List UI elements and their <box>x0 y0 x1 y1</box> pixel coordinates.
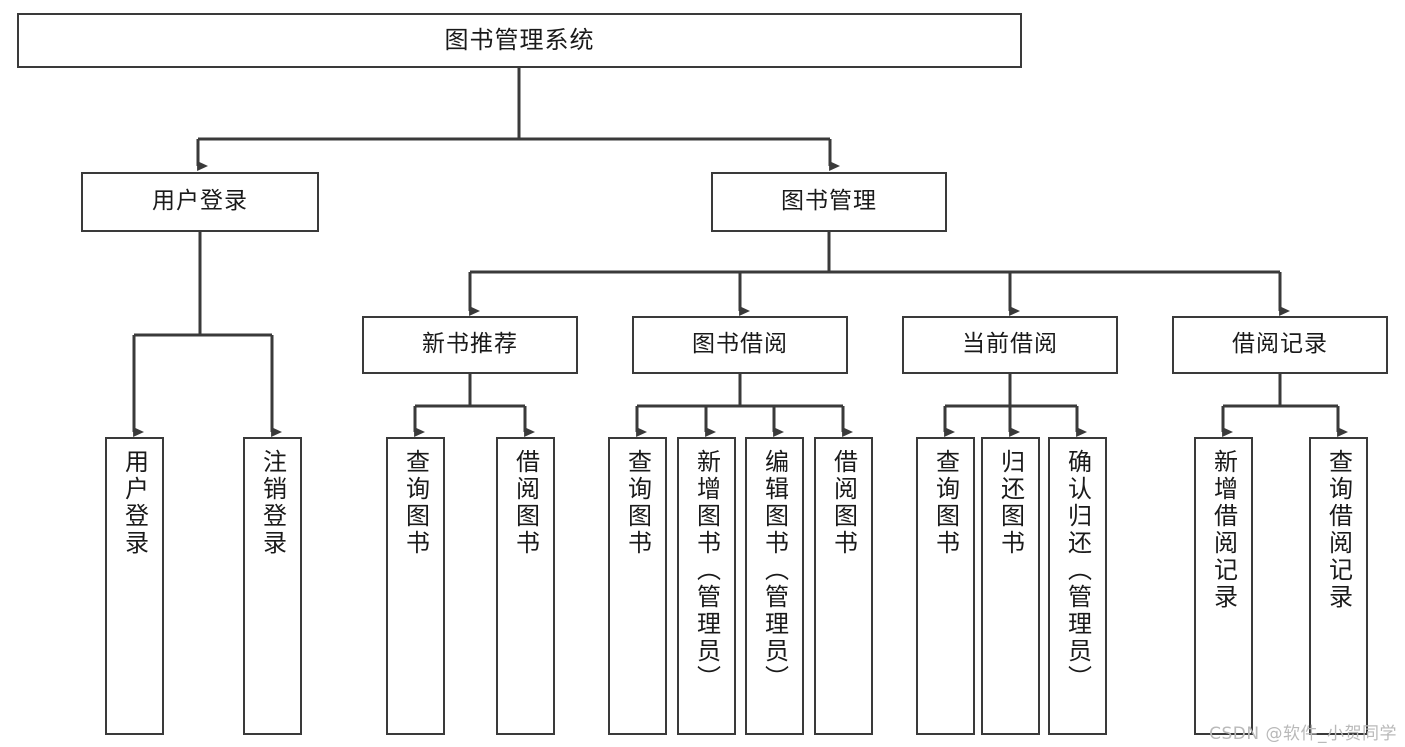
csdn-watermark: CSDN @软件_小贺同学 <box>1209 724 1397 744</box>
leaf-record-query[interactable]: 查询借阅记录 <box>1309 437 1368 735</box>
leaf-borrow-add-book[interactable]: 新增图书（管理员） <box>677 437 736 735</box>
leaf-logout[interactable]: 注销登录 <box>243 437 302 735</box>
node-current-borrow[interactable]: 当前借阅 <box>902 316 1118 374</box>
leaf-record-query-label: 查询借阅记录 <box>1324 449 1353 611</box>
leaf-current-confirm-return[interactable]: 确认归还（管理员） <box>1048 437 1107 735</box>
leaf-current-return-book-label: 归还图书 <box>996 449 1025 557</box>
node-book-management-label: 图书管理 <box>781 188 877 215</box>
leaf-logout-label: 注销登录 <box>258 449 287 557</box>
node-new-book-recommend[interactable]: 新书推荐 <box>362 316 578 374</box>
node-current-borrow-label: 当前借阅 <box>962 331 1058 358</box>
leaf-borrow-query-book-label: 查询图书 <box>623 449 652 557</box>
leaf-current-confirm-return-label: 确认归还（管理员） <box>1063 449 1092 692</box>
leaf-borrow-borrow-book-label: 借阅图书 <box>829 449 858 557</box>
leaf-current-return-book[interactable]: 归还图书 <box>981 437 1040 735</box>
node-book-management[interactable]: 图书管理 <box>711 172 947 232</box>
node-book-borrow-label: 图书借阅 <box>692 331 788 358</box>
node-borrow-record-label: 借阅记录 <box>1232 331 1328 358</box>
node-new-book-recommend-label: 新书推荐 <box>422 331 518 358</box>
leaf-current-query-book[interactable]: 查询图书 <box>916 437 975 735</box>
leaf-newbook-borrow-book-label: 借阅图书 <box>511 449 540 557</box>
leaf-borrow-borrow-book[interactable]: 借阅图书 <box>814 437 873 735</box>
leaf-record-add[interactable]: 新增借阅记录 <box>1194 437 1253 735</box>
leaf-borrow-add-book-label: 新增图书（管理员） <box>692 449 721 692</box>
node-book-borrow[interactable]: 图书借阅 <box>632 316 848 374</box>
leaf-borrow-edit-book-label: 编辑图书（管理员） <box>760 449 789 692</box>
node-root-system[interactable]: 图书管理系统 <box>17 13 1022 68</box>
leaf-newbook-query-book-label: 查询图书 <box>401 449 430 557</box>
leaf-user-login[interactable]: 用户登录 <box>105 437 164 735</box>
leaf-borrow-query-book[interactable]: 查询图书 <box>608 437 667 735</box>
node-user-login[interactable]: 用户登录 <box>81 172 319 232</box>
leaf-user-login-label: 用户登录 <box>120 449 149 557</box>
leaf-newbook-borrow-book[interactable]: 借阅图书 <box>496 437 555 735</box>
node-root-system-label: 图书管理系统 <box>444 26 595 55</box>
leaf-current-query-book-label: 查询图书 <box>931 449 960 557</box>
node-borrow-record[interactable]: 借阅记录 <box>1172 316 1388 374</box>
node-user-login-label: 用户登录 <box>152 188 248 215</box>
leaf-borrow-edit-book[interactable]: 编辑图书（管理员） <box>745 437 804 735</box>
leaf-record-add-label: 新增借阅记录 <box>1209 449 1238 611</box>
leaf-newbook-query-book[interactable]: 查询图书 <box>386 437 445 735</box>
